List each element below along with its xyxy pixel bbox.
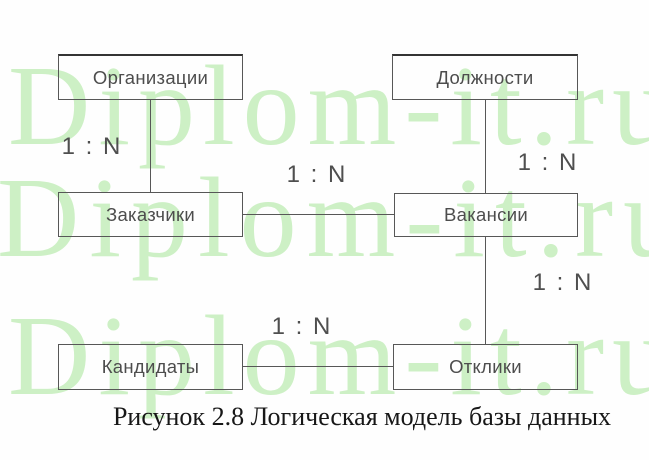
entity-label: Должности [436, 66, 534, 88]
entity-box-candidates: Кандидаты [58, 344, 243, 390]
entity-label: Организации [92, 66, 209, 88]
connector-candidates-responses [243, 365, 393, 367]
relation-label-positions-vacancies: 1 : N [517, 149, 579, 176]
relation-label-vacancies-responses: 1 : N [532, 269, 594, 296]
entity-label: Вакансии [444, 204, 528, 225]
entity-label: Отклики [449, 356, 522, 377]
entity-box-positions: Должности [392, 54, 578, 100]
connector-organizations-customers [150, 100, 152, 192]
relation-label-candidates-responses: 1 : N [271, 313, 333, 340]
entity-box-customers: Заказчики [58, 192, 243, 237]
entity-label: Заказчики [105, 203, 195, 225]
relation-label-customers-vacancies: 1 : N [286, 161, 348, 188]
watermark-text: Diplom-it.ru [8, 292, 649, 419]
connector-positions-vacancies [484, 100, 486, 193]
entity-box-organizations: Организации [58, 54, 243, 100]
watermark-text: Diplom-it.ru [0, 154, 649, 281]
entity-box-vacancies: Вакансии [394, 193, 578, 237]
connector-vacancies-responses [485, 237, 487, 344]
entity-box-responses: Отклики [393, 344, 578, 390]
figure-caption: Рисунок 2.8 Логическая модель базы данны… [112, 402, 612, 431]
relation-label-organizations-customers: 1 : N [61, 133, 123, 160]
watermark-text: Diplom-it.ru [8, 42, 649, 169]
entity-label: Кандидаты [101, 356, 200, 377]
connector-customers-vacancies [243, 213, 394, 215]
